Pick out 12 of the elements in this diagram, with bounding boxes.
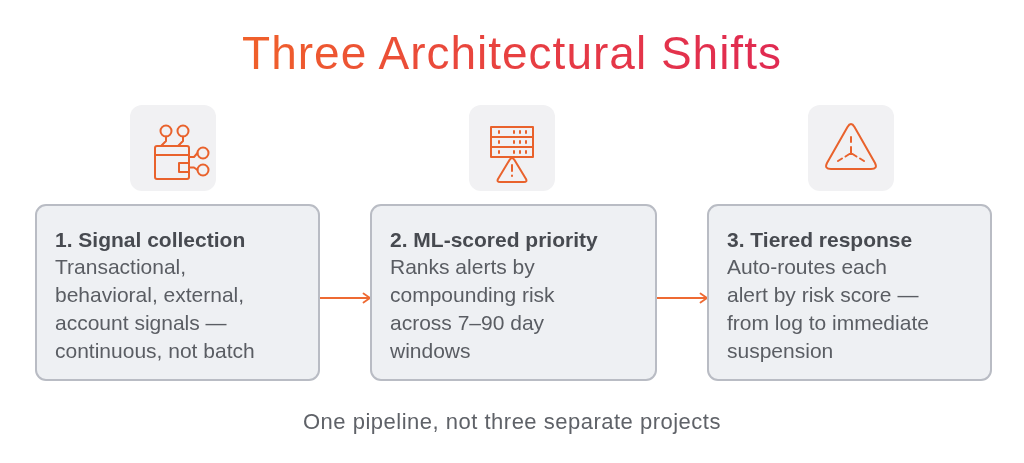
step-heading: 2. ML-scored priority [390, 227, 598, 253]
process-box [35, 204, 320, 381]
arrow [656, 292, 708, 304]
step-description: Ranks alerts by compounding risk across 7–90 day windows [390, 254, 556, 364]
process-box [370, 204, 657, 381]
step-description: Transactional, behavioral, external, account signals — continuous, not batch [55, 254, 256, 364]
step-heading: 1. Signal collection [55, 227, 246, 253]
process-box [707, 204, 992, 381]
caption: One pipeline, not three separate projects [303, 408, 721, 436]
arrow [319, 292, 371, 304]
step-heading: 3. Tiered response [727, 227, 913, 253]
step-description: Auto-routes each alert by risk score — from log to immediate suspension [727, 254, 930, 364]
